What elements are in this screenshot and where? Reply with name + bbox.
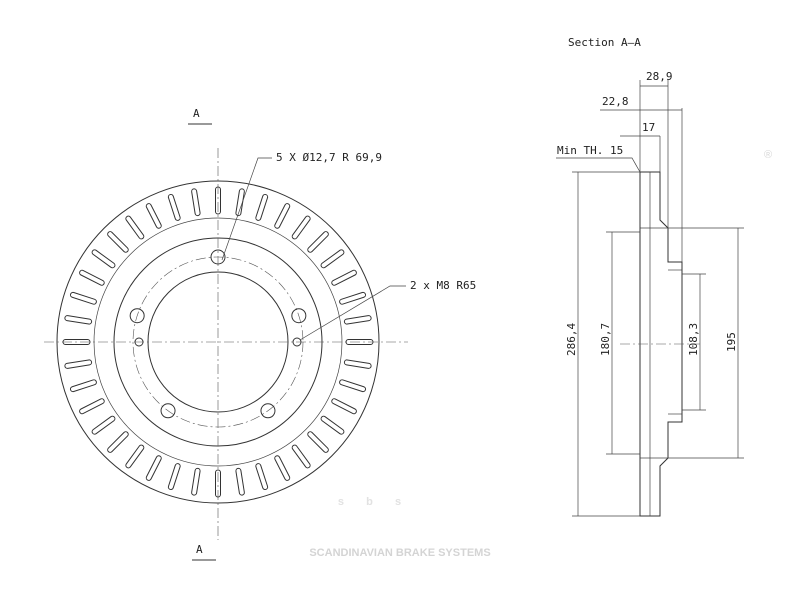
bolt-hole [260, 403, 276, 419]
cooling-vent [125, 444, 145, 469]
disc-profile [639, 171, 683, 517]
dim-center-bore: 108,3 [687, 323, 700, 356]
dim-hat-height: 22,8 [602, 95, 629, 108]
min-thickness-leader [556, 157, 641, 173]
cooling-vent [291, 444, 311, 469]
cooling-vent [320, 249, 345, 269]
min-thickness-label: Min TH. 15 [557, 144, 623, 157]
cooling-vent [255, 193, 269, 221]
cooling-vent [235, 188, 245, 217]
cooling-vent [107, 231, 129, 253]
cooling-vent [91, 249, 116, 269]
cooling-vent [343, 315, 372, 325]
bolt-pattern-leader [221, 157, 272, 261]
cooling-vent [339, 291, 367, 305]
cooling-vent [274, 203, 291, 229]
cooling-vent [291, 215, 311, 240]
disc-front-view: A A 5 X Ø12,7 R 69,9 2 x M8 R65 [44, 107, 476, 561]
cooling-vent [320, 415, 345, 435]
bolt-hole [129, 308, 145, 324]
cooling-vent [64, 359, 93, 369]
cooling-vent [343, 359, 372, 369]
cooling-vent [255, 463, 269, 491]
cooling-vents [62, 186, 374, 498]
cooling-vent [145, 455, 162, 481]
cooling-vent [307, 431, 329, 453]
brand-line: SCANDINAVIAN BRAKE SYSTEMS [309, 547, 490, 559]
cooling-vent [191, 467, 201, 496]
cooling-vent [125, 215, 145, 240]
dim-overall-thickness: 28,9 [646, 70, 673, 83]
cooling-vent [274, 455, 291, 481]
cooling-vent [331, 269, 357, 286]
section-title: Section A–A [568, 36, 641, 49]
cooling-vent [167, 463, 181, 491]
cooling-vent [79, 269, 105, 286]
cooling-vent [64, 315, 93, 325]
sbs-watermark-logo: sbs ® [338, 149, 772, 505]
registered-mark: ® [764, 149, 772, 161]
dim-inner-ring-diameter: 180,7 [599, 323, 612, 356]
cooling-vent [235, 467, 245, 496]
bolt-pattern-label: 5 X Ø12,7 R 69,9 [276, 151, 382, 164]
section-view: Section A–A 28,9 22,8 17 Min TH. 15 286,… [556, 36, 744, 517]
cooling-vent [307, 231, 329, 253]
cooling-vent [331, 398, 357, 415]
cooling-vent [69, 379, 97, 393]
cooling-vent [91, 415, 116, 435]
thread-label: 2 x M8 R65 [410, 279, 476, 292]
cooling-vent [145, 203, 162, 229]
dim-hat-thickness: 17 [642, 121, 655, 134]
section-marker-bottom: A [196, 543, 203, 556]
cooling-vent [79, 398, 105, 415]
dim-hat-diameter: 195 [725, 332, 738, 352]
cooling-vent [167, 193, 181, 221]
bolt-hole [291, 308, 307, 324]
cooling-vent [69, 291, 97, 305]
cooling-vent [107, 431, 129, 453]
watermark-logo-text: sbs [338, 497, 401, 505]
dim-outer-diameter: 286,4 [565, 323, 578, 356]
cooling-vent [339, 379, 367, 393]
cooling-vent [191, 188, 201, 217]
bolt-hole [160, 403, 176, 419]
section-marker-top: A [193, 107, 200, 120]
thread-leader [299, 285, 406, 341]
